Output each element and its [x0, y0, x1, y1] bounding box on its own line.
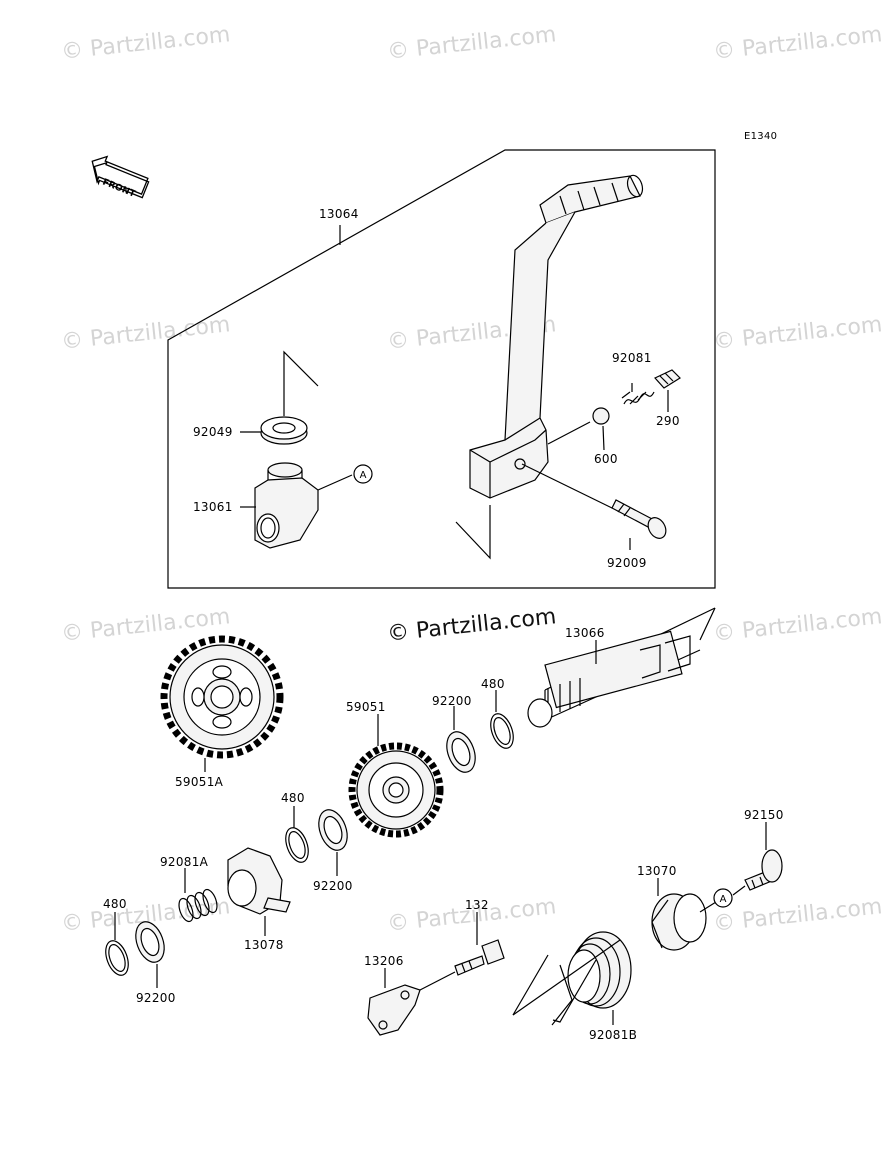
circlip-480-top [490, 713, 514, 749]
part-label-92049[interactable]: 92049 [193, 425, 233, 439]
shaft-13066 [527, 607, 716, 728]
part-label-92081B[interactable]: 92081B [589, 1028, 638, 1042]
part-label-13066[interactable]: 13066 [565, 626, 605, 640]
part-label-92200[interactable]: 92200 [432, 694, 472, 708]
part-label-13078[interactable]: 13078 [244, 938, 284, 952]
ratchet-13078 [227, 847, 291, 915]
part-label-92081A[interactable]: 92081A [160, 855, 209, 869]
part-label-13070[interactable]: 13070 [637, 864, 677, 878]
shaft-13061 [254, 462, 319, 549]
washer-92049 [260, 416, 308, 445]
part-label-92150[interactable]: 92150 [744, 808, 784, 822]
washer-92200-mid [318, 809, 348, 851]
collar-13070 [651, 893, 707, 951]
part-label-13061[interactable]: 13061 [193, 500, 233, 514]
bolt-92009 [611, 499, 667, 539]
plunger-290 [654, 369, 681, 389]
spring-92081 [621, 391, 655, 405]
callout-a-bottom [713, 888, 733, 908]
part-label-13206[interactable]: 13206 [364, 954, 404, 968]
part-label-600[interactable]: 600 [594, 452, 618, 466]
part-label-92081[interactable]: 92081 [612, 351, 652, 365]
part-label-92200[interactable]: 92200 [136, 991, 176, 1005]
part-label-290[interactable]: 290 [656, 414, 680, 428]
circlip-480-mid [285, 827, 309, 863]
part-label-59051[interactable]: 59051 [346, 700, 386, 714]
plate-13206 [367, 984, 421, 1036]
washer-92200-top [446, 731, 476, 773]
ball-600 [592, 407, 610, 425]
bolt-132 [454, 939, 505, 976]
callout-a-top [353, 464, 373, 484]
diagram-code: E1340 [744, 131, 778, 142]
part-label-480[interactable]: 480 [103, 897, 127, 911]
part-label-480[interactable]: 480 [281, 791, 305, 805]
gear-59051 [348, 742, 444, 838]
part-label-13064[interactable]: 13064 [319, 207, 359, 221]
bolt-92150 [744, 849, 783, 891]
part-label-92009[interactable]: 92009 [607, 556, 647, 570]
part-label-132[interactable]: 132 [465, 898, 489, 912]
spring-92081A [178, 888, 218, 923]
washer-92200-low [135, 921, 165, 963]
assembly-bracket [167, 149, 716, 589]
gear-59051A [160, 635, 284, 759]
part-label-92200[interactable]: 92200 [313, 879, 353, 893]
part-label-59051A[interactable]: 59051A [175, 775, 224, 789]
circlip-480-low [105, 940, 129, 976]
kick-pedal [469, 174, 644, 499]
callout-a-label: A [720, 894, 727, 905]
callout-a-label: A [360, 470, 367, 481]
part-label-480[interactable]: 480 [481, 677, 505, 691]
front-arrow-icon [91, 155, 150, 199]
spring-92081B [551, 931, 632, 1026]
